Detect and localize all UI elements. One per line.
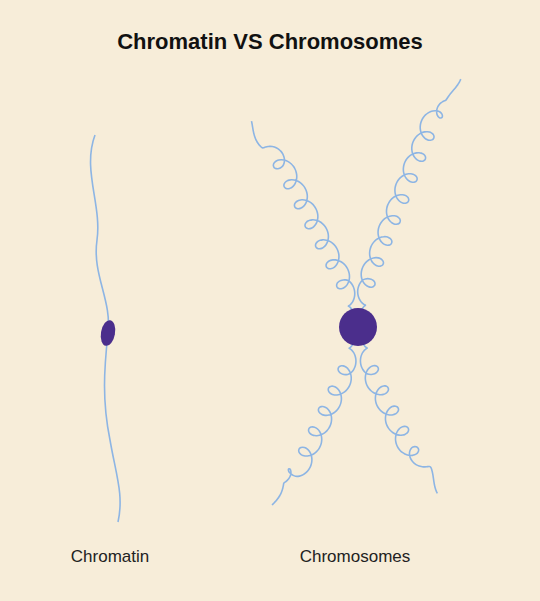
figure-label: Chromatin [71,547,149,567]
chromosome-arm [252,121,358,327]
centromere [99,319,117,347]
chromosome-arms [252,79,461,505]
figure-label: Chromosomes [300,547,411,567]
chromosome-arm [358,327,437,493]
centromere [339,308,377,346]
chromosome-arm [358,79,461,327]
chromosome-arm [272,327,358,505]
title: Chromatin VS Chromosomes [117,29,423,55]
chromatin-thread [91,135,121,522]
